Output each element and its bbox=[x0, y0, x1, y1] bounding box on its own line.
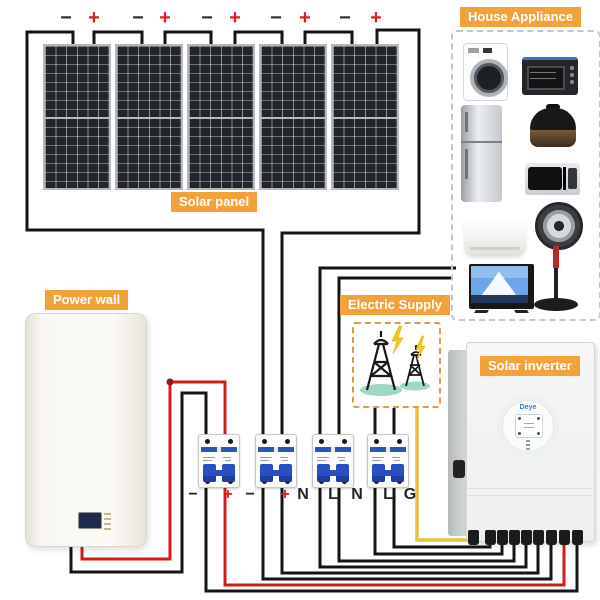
battery-negative-wire bbox=[69, 391, 208, 574]
grid-wires bbox=[373, 402, 396, 440]
lightning-icon bbox=[391, 325, 426, 361]
solar-panel-badge: Solar panel bbox=[171, 192, 258, 212]
panel-jumper-wires bbox=[92, 30, 354, 45]
inverter-port bbox=[533, 530, 544, 545]
power-wall-indicator bbox=[104, 518, 111, 520]
inverter-side-connector bbox=[453, 460, 465, 478]
television-icon bbox=[469, 264, 534, 313]
terminal-label: − bbox=[132, 7, 144, 29]
circuit-breaker-battery bbox=[198, 434, 240, 488]
inverter-port bbox=[521, 530, 532, 545]
power-wall-battery bbox=[25, 313, 147, 547]
terminal-label: + bbox=[229, 7, 241, 29]
house-appliance-badge: House Appliance bbox=[460, 7, 581, 27]
inverter-seam bbox=[468, 495, 592, 496]
solar-panel-3 bbox=[187, 44, 255, 190]
breaker-label: L bbox=[383, 486, 393, 503]
breaker-label: N bbox=[351, 486, 363, 503]
inverter-port bbox=[546, 530, 557, 545]
solar-panel-2 bbox=[115, 44, 183, 190]
circuit-breaker-load bbox=[312, 434, 354, 488]
solar-panel-1 bbox=[43, 44, 111, 190]
breaker-toggle bbox=[371, 464, 405, 482]
wire-junction-dot bbox=[166, 378, 174, 386]
power-wall-indicator bbox=[104, 523, 111, 525]
electric-supply-badge: Electric Supply bbox=[340, 295, 450, 315]
inverter-button bbox=[526, 440, 530, 442]
inverter-side-panel bbox=[448, 350, 468, 536]
power-wall-indicator bbox=[104, 528, 111, 530]
terminal-label: + bbox=[88, 7, 100, 29]
inverter-display: Deye bbox=[502, 400, 554, 452]
inverter-port bbox=[509, 530, 520, 545]
inverter-brand-logo: Deye bbox=[519, 404, 537, 411]
transmission-tower-icon bbox=[360, 325, 430, 396]
solar-panel-5 bbox=[331, 44, 399, 190]
breaker-toggle bbox=[202, 464, 236, 482]
breaker-label: N bbox=[297, 486, 309, 503]
power-wall-indicator bbox=[104, 513, 111, 515]
power-wall-badge: Power wall bbox=[45, 290, 129, 310]
terminal-label: − bbox=[270, 7, 282, 29]
breaker-label: + bbox=[280, 486, 290, 503]
breaker-label: + bbox=[223, 486, 233, 503]
rice-cooker-icon bbox=[530, 104, 576, 147]
solar-inverter-badge: Solar inverter bbox=[480, 356, 580, 376]
terminal-label: − bbox=[60, 7, 72, 29]
load-wires bbox=[318, 266, 456, 436]
pv-negative-wire bbox=[25, 30, 265, 440]
breaker-toggle bbox=[316, 464, 350, 482]
circuit-breaker-pv bbox=[255, 434, 297, 488]
inverter-button bbox=[526, 448, 530, 450]
inverter-port bbox=[468, 530, 479, 545]
inverter-port bbox=[572, 530, 583, 545]
ground-wire bbox=[415, 403, 472, 542]
inverter-port bbox=[485, 530, 496, 545]
breaker-toggle bbox=[259, 464, 293, 482]
inverter-seam bbox=[468, 488, 592, 489]
air-conditioner-icon bbox=[464, 216, 526, 256]
breaker-label: L bbox=[328, 486, 338, 503]
pv-positive-wire bbox=[280, 28, 421, 440]
inverter-screen bbox=[515, 414, 543, 438]
breaker-label: G bbox=[403, 486, 417, 503]
breaker-label: − bbox=[188, 486, 198, 503]
inverter-bus-wires bbox=[204, 482, 579, 593]
breaker-label: − bbox=[245, 486, 255, 503]
toaster-oven-icon bbox=[522, 57, 578, 95]
terminal-label: + bbox=[299, 7, 311, 29]
circuit-breaker-grid bbox=[367, 434, 409, 488]
power-wall-display bbox=[78, 512, 102, 529]
inverter-port bbox=[497, 530, 508, 545]
microwave-icon bbox=[525, 163, 580, 195]
terminal-label: + bbox=[370, 7, 382, 29]
solar-panel-4 bbox=[259, 44, 327, 190]
battery-positive-wire bbox=[80, 380, 566, 587]
terminal-label: − bbox=[201, 7, 213, 29]
washing-machine-icon bbox=[463, 43, 508, 101]
house-appliance-box bbox=[451, 30, 600, 321]
inverter-port bbox=[559, 530, 570, 545]
terminal-label: − bbox=[339, 7, 351, 29]
terminal-label: + bbox=[159, 7, 171, 29]
electric-supply-box bbox=[352, 322, 441, 408]
refrigerator-icon bbox=[461, 105, 502, 202]
inverter-button bbox=[526, 444, 530, 446]
